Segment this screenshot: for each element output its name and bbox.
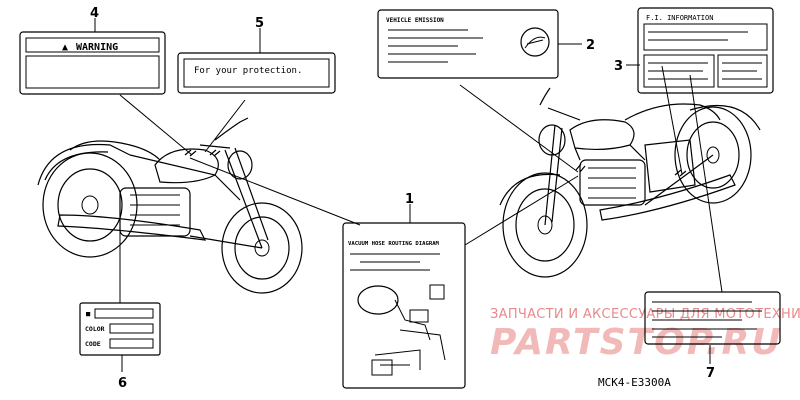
vehicle-emission-title: VEHICLE EMISSION (386, 17, 444, 24)
honda-wing-logo-icon (520, 27, 550, 57)
color-label-line3: CODE (85, 340, 101, 348)
part-code: MCK4-E3300A (598, 376, 671, 389)
protection-label-text: For your protection. (194, 66, 302, 76)
fi-information-title: F.I. INFORMATION (646, 14, 713, 22)
callout-5: 5 (255, 16, 264, 31)
warning-triangle-icon: ▲ (62, 42, 68, 53)
color-label-line2: COLOR (85, 325, 105, 333)
callout-3: 3 (614, 59, 623, 74)
svg-text:■: ■ (86, 310, 91, 318)
label-5-protection: For your protection. (177, 52, 336, 94)
vacuum-hose-title: VACUUM HOSE ROUTING DIAGRAM (348, 241, 440, 247)
leader-lines (94, 18, 723, 372)
label-2-vehicle-emission: VEHICLE EMISSION (377, 9, 559, 79)
callout-7: 7 (706, 366, 715, 381)
callout-1: 1 (405, 192, 414, 207)
label-4-warning: ▲ WARNING (19, 31, 166, 95)
callout-2: 2 (586, 38, 595, 53)
motorcycle-left-illustration (37, 117, 303, 294)
watermark-brand-text: PARTSTOP.RU (490, 322, 782, 363)
label-6-color-label: ■ COLOR CODE (79, 302, 161, 356)
callout-6: 6 (118, 376, 127, 391)
label-7-information (644, 291, 781, 345)
callout-4: 4 (90, 6, 99, 21)
callout-numbers: 1 2 3 4 5 6 7 (90, 6, 715, 391)
warning-label-title: WARNING (76, 42, 118, 53)
motorcycle-right-illustration (499, 87, 761, 278)
label-3-fi-information: F.I. INFORMATION (637, 7, 774, 94)
label-1-vacuum-hose-routing: VACUUM HOSE ROUTING DIAGRAM (342, 222, 466, 389)
